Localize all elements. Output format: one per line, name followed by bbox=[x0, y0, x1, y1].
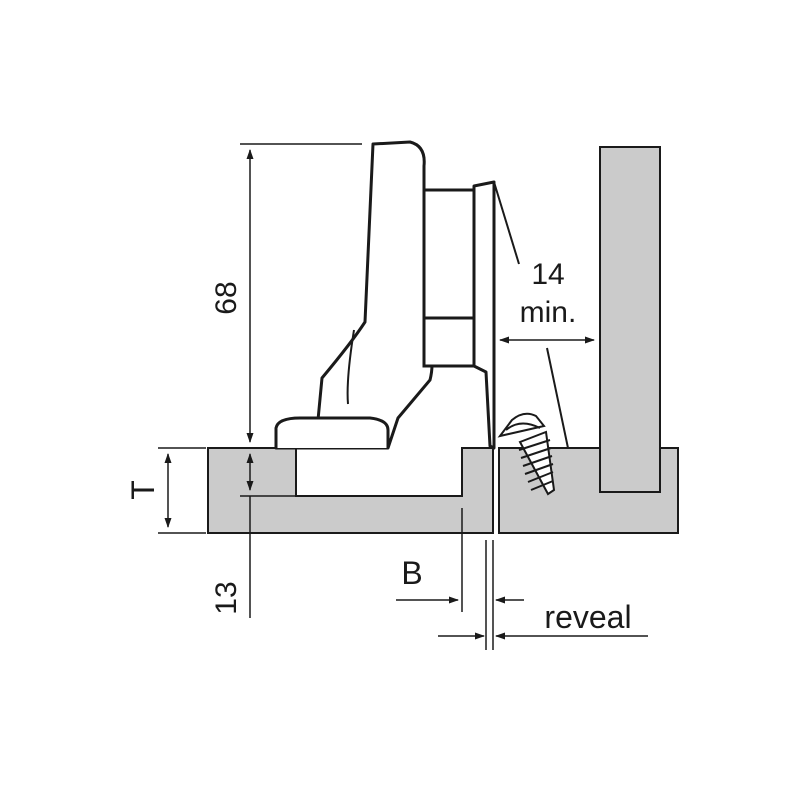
screw-icon bbox=[497, 412, 556, 496]
dimension-bore-distance-label: B bbox=[401, 555, 422, 591]
hinge-icon bbox=[274, 140, 496, 450]
cabinet-inner-outline bbox=[599, 448, 661, 493]
dimension-thickness-label: T bbox=[125, 480, 161, 500]
door-swing-line-lower bbox=[546, 347, 569, 449]
dimension-bore-depth: 13 bbox=[210, 453, 296, 618]
hinge-block-lower bbox=[422, 316, 478, 368]
hinge-block-upper bbox=[422, 188, 478, 320]
hinge-arm-inner bbox=[346, 329, 355, 405]
door-panel bbox=[207, 447, 494, 534]
dimension-reveal-label: reveal bbox=[544, 599, 631, 635]
dimension-clearance-qualifier: min. bbox=[520, 296, 577, 329]
door-swing-line bbox=[493, 181, 520, 265]
dimension-thickness: T bbox=[125, 447, 206, 534]
dimension-clearance-value: 14 bbox=[531, 258, 564, 291]
hinge-cup-cap bbox=[274, 416, 390, 448]
dimension-height-label: 68 bbox=[210, 281, 243, 314]
dimension-reveal: reveal bbox=[438, 540, 648, 650]
dimension-height: 68 bbox=[210, 143, 362, 443]
dimension-clearance: 14 min. bbox=[499, 258, 595, 344]
dimension-bore-depth-label: 13 bbox=[210, 581, 243, 614]
hinge-arm bbox=[274, 140, 434, 450]
dimension-bore-distance: B bbox=[396, 508, 524, 612]
mounting-plate bbox=[472, 180, 496, 450]
